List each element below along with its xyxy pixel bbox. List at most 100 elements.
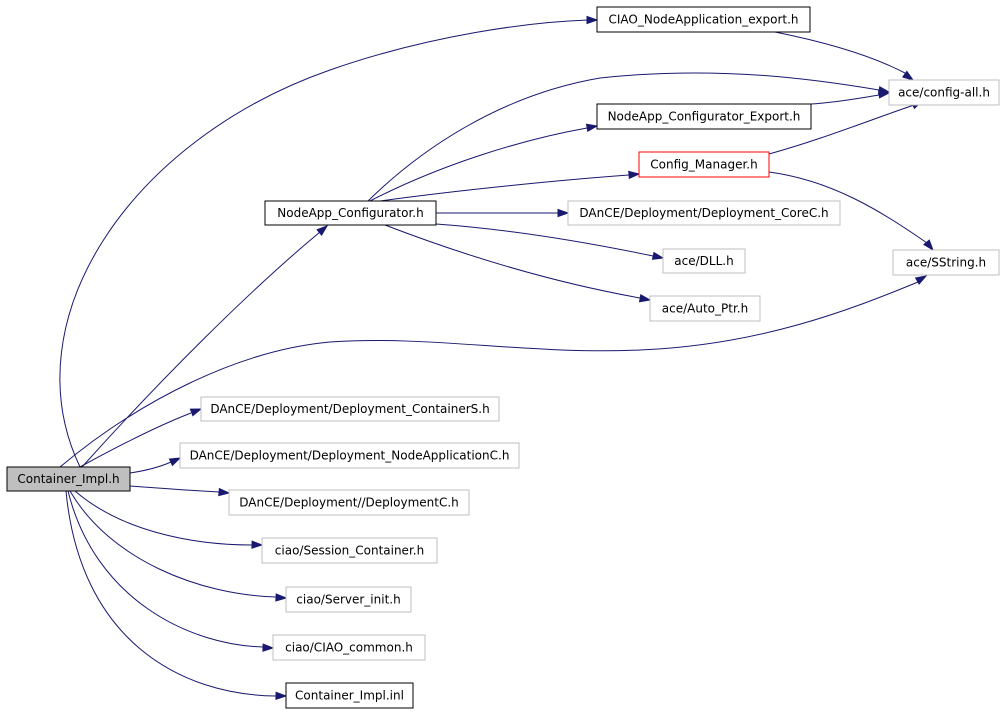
- edge-line: [369, 127, 588, 202]
- node-container-impl-inl[interactable]: Container_Impl.inl: [285, 682, 414, 709]
- node-box: [596, 6, 811, 33]
- node-ace-config-all[interactable]: ace/config-all.h: [888, 79, 1000, 106]
- edge-container_impl_h-to-nodeapp_configurator: [81, 225, 329, 468]
- node-label: DAnCE/Deployment/Deployment_NodeApplicat…: [190, 449, 510, 463]
- edge-line: [129, 485, 220, 493]
- node-box: [264, 200, 437, 226]
- node-label: Container_Impl.h: [17, 472, 119, 486]
- node-label: CIAO_NodeApplication_export.h: [608, 13, 798, 27]
- edge-config_manager-to-ace_sstring: [768, 171, 934, 252]
- node-dance-nodeapplicationc[interactable]: DAnCE/Deployment/Deployment_NodeApplicat…: [179, 442, 520, 469]
- node-box: [200, 396, 500, 422]
- edge-arrowhead: [557, 208, 570, 218]
- edge-line: [774, 31, 906, 74]
- node-box: [649, 295, 761, 322]
- edge-nodeapp_configurator-to-ace_auto_ptr: [384, 224, 652, 303]
- node-label: NodeApp_Configurator_Export.h: [608, 110, 801, 124]
- node-ace-sstring[interactable]: ace/SString.h: [892, 249, 1000, 276]
- edge-arrowhead: [275, 593, 288, 602]
- edge-line: [384, 224, 641, 299]
- edge-nodeapp_configurator_export-to-ace_config_all: [810, 90, 891, 105]
- node-label: ciao/Session_Container.h: [275, 544, 424, 558]
- node-nodeapp-configurator[interactable]: NodeApp_Configurator.h: [264, 200, 437, 226]
- edge-container_impl_h-to-dance_nodeapplicationc: [129, 457, 182, 474]
- edge-arrowhead: [189, 408, 203, 417]
- edge-arrowhead: [316, 225, 329, 236]
- edge-nodeapp_configurator-to-config_manager: [379, 170, 641, 202]
- edge-arrowhead: [878, 90, 891, 99]
- node-label: NodeApp_Configurator.h: [277, 206, 423, 220]
- edge-arrowhead: [251, 540, 264, 549]
- edge-nodeapp_configurator-to-dance_corec: [436, 208, 570, 218]
- node-ciao-session-container[interactable]: ciao/Session_Container.h: [261, 537, 438, 564]
- node-label: ace/SString.h: [906, 256, 986, 270]
- edge-line: [435, 223, 654, 257]
- edge-arrowhead: [218, 487, 231, 497]
- edge-arrowhead: [585, 123, 599, 132]
- edge-line: [129, 461, 172, 474]
- edge-arrowhead: [923, 239, 934, 252]
- edge-line: [59, 281, 919, 468]
- edge-line: [81, 231, 321, 468]
- edge-container_impl_h-to-ciao_server_init: [69, 490, 288, 602]
- node-box: [6, 466, 131, 492]
- edge-nodeapp_configurator-to-nodeapp_configurator_export: [369, 123, 599, 202]
- node-ciao-server-init[interactable]: ciao/Server_init.h: [285, 586, 412, 613]
- node-label: ciao/Server_init.h: [296, 593, 400, 607]
- edge-arrowhead: [168, 457, 182, 467]
- edge-container_impl_h-to-ciao_nodeapp_export: [59, 15, 599, 468]
- node-dance-containers[interactable]: DAnCE/Deployment/Deployment_ContainerS.h: [200, 396, 500, 422]
- edge-container_impl_h-to-ciao_session_container: [74, 490, 264, 549]
- edge-container_impl_h-to-dance_deploymentc: [129, 485, 231, 497]
- node-ciao-nodeapp-export[interactable]: CIAO_NodeApplication_export.h: [596, 6, 811, 33]
- edge-arrowhead: [651, 251, 665, 260]
- node-box: [272, 634, 426, 661]
- node-box: [285, 682, 414, 709]
- edge-container_impl_h-to-ciao_ciao_common: [67, 490, 275, 652]
- node-ace-auto-ptr[interactable]: ace/Auto_Ptr.h: [649, 295, 761, 322]
- node-box: [179, 442, 520, 469]
- edge-line: [74, 490, 253, 546]
- node-ace-dll[interactable]: ace/DLL.h: [662, 248, 746, 274]
- node-nodeapp-configurator-export[interactable]: NodeApp_Configurator_Export.h: [596, 103, 812, 130]
- node-container-impl-h[interactable]: Container_Impl.h: [6, 466, 131, 492]
- node-box: [888, 79, 1000, 106]
- edge-line: [69, 490, 277, 598]
- node-label: DAnCE/Deployment/Deployment_CoreC.h: [579, 206, 828, 220]
- edge-arrowhead: [586, 15, 599, 25]
- node-label: ace/DLL.h: [674, 254, 733, 268]
- edge-container_impl_h-to-ace_sstring: [59, 275, 928, 468]
- node-box: [596, 103, 812, 130]
- node-label: ciao/CIAO_common.h: [285, 641, 413, 655]
- node-label: ace/Auto_Ptr.h: [662, 302, 748, 316]
- node-config-manager[interactable]: Config_Manager.h: [638, 151, 770, 178]
- node-box: [638, 151, 770, 178]
- node-box: [261, 537, 438, 564]
- edge-arrowhead: [914, 275, 928, 285]
- node-label: DAnCE/Deployment//DeploymentC.h: [239, 496, 459, 510]
- edge-line: [79, 412, 192, 468]
- edge-arrowhead: [262, 643, 275, 652]
- node-box: [285, 586, 412, 613]
- edge-ciao_nodeapp_export-to-ace_config_all: [774, 31, 915, 81]
- edge-arrowhead: [628, 170, 641, 180]
- edge-container_impl_h-to-container_impl_inl: [65, 490, 288, 701]
- node-box: [228, 489, 470, 516]
- edge-line: [65, 490, 277, 697]
- node-dance-deploymentc[interactable]: DAnCE/Deployment//DeploymentC.h: [228, 489, 470, 516]
- node-ciao-ciao-common[interactable]: ciao/CIAO_common.h: [272, 634, 426, 661]
- node-box: [567, 200, 841, 226]
- edge-line: [59, 19, 589, 468]
- edge-arrowhead: [901, 70, 915, 81]
- node-label: Container_Impl.inl: [295, 689, 404, 703]
- node-box: [662, 248, 746, 274]
- node-dance-corec[interactable]: DAnCE/Deployment/Deployment_CoreC.h: [567, 200, 841, 226]
- edge-line: [768, 104, 915, 155]
- edge-line: [367, 72, 880, 202]
- edge-line: [379, 174, 630, 202]
- node-label: DAnCE/Deployment/Deployment_ContainerS.h: [210, 402, 489, 416]
- edge-line: [67, 490, 264, 648]
- edge-arrowhead: [275, 691, 288, 701]
- edge-line: [768, 171, 928, 244]
